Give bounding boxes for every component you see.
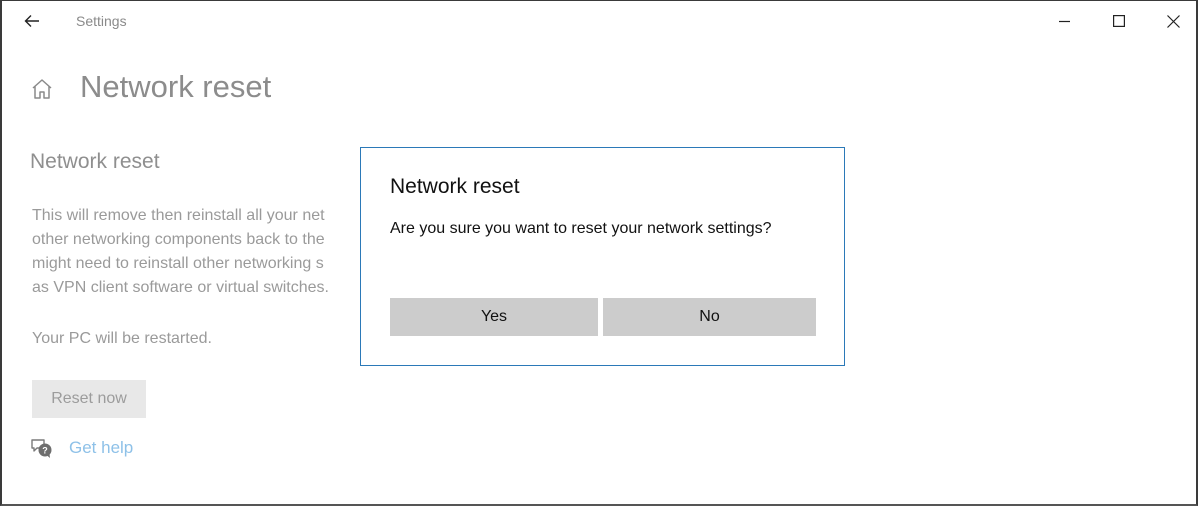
get-help-link[interactable]: Get help <box>69 438 134 457</box>
maximize-button[interactable] <box>1096 1 1142 41</box>
no-button[interactable]: No <box>603 298 816 336</box>
back-button[interactable] <box>16 7 48 35</box>
home-button[interactable] <box>30 77 56 103</box>
description-line: as VPN client software or virtual switch… <box>32 279 329 296</box>
description-text: This will remove then reinstall all your… <box>32 204 372 300</box>
page-title: Network reset <box>80 69 272 104</box>
close-button[interactable] <box>1150 1 1196 41</box>
description-line: other networking components back to the <box>32 231 325 248</box>
app-title: Settings <box>76 13 127 29</box>
dialog-title: Network reset <box>390 175 520 198</box>
restart-note: Your PC will be restarted. <box>32 330 212 347</box>
reset-now-button[interactable]: Reset now <box>32 380 146 418</box>
maximize-icon <box>1113 15 1125 27</box>
chat-help-icon: ? <box>31 439 52 458</box>
svg-text:?: ? <box>42 445 48 455</box>
yes-button[interactable]: Yes <box>390 298 598 336</box>
title-bar: Settings <box>2 1 1196 41</box>
back-arrow-icon <box>24 15 39 27</box>
network-reset-dialog: Network reset Are you sure you want to r… <box>360 147 845 366</box>
description-line: This will remove then reinstall all your… <box>32 207 325 224</box>
minimize-icon <box>1059 20 1070 23</box>
minimize-button[interactable] <box>1042 1 1088 41</box>
description-line: might need to reinstall other networking… <box>32 255 324 272</box>
dialog-message: Are you sure you want to reset your netw… <box>390 220 772 237</box>
home-icon <box>32 79 52 99</box>
get-help-row[interactable]: ? Get help <box>30 436 133 460</box>
close-icon <box>1166 14 1180 28</box>
section-title: Network reset <box>30 150 160 173</box>
